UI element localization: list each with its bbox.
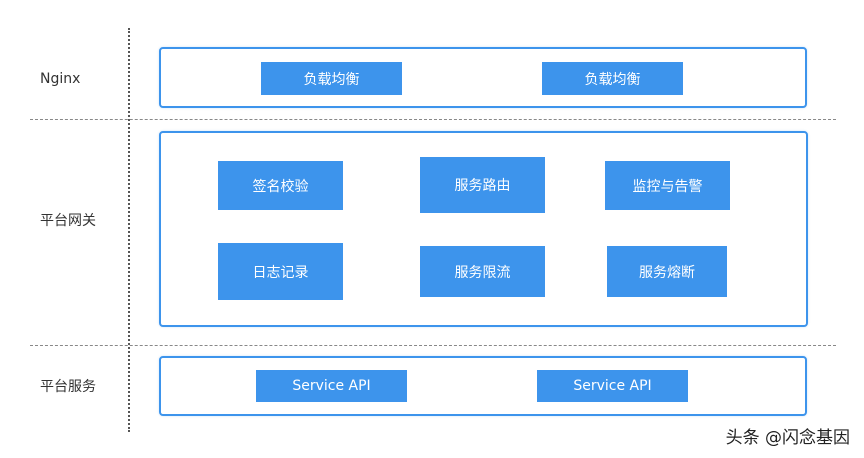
layer-divider-top	[30, 119, 836, 120]
layer-label-gateway: 平台网关	[40, 213, 96, 229]
layer-label-services: 平台服务	[40, 379, 96, 395]
load-balance-module-1: 负载均衡	[261, 62, 402, 95]
circuit-breaker-module: 服务熔断	[607, 246, 727, 297]
service-api-module-2: Service API	[537, 370, 688, 402]
load-balance-module-2: 负载均衡	[542, 62, 683, 95]
vertical-divider	[128, 28, 130, 432]
logging-module: 日志记录	[218, 243, 343, 300]
signature-verify-module: 签名校验	[218, 161, 343, 210]
service-routing-module: 服务路由	[420, 157, 545, 213]
monitor-alert-module: 监控与告警	[605, 161, 730, 210]
nginx-layer-box	[159, 47, 807, 108]
watermark-text: 头条 @闪念基因	[725, 428, 850, 448]
rate-limit-module: 服务限流	[420, 246, 545, 297]
service-api-module-1: Service API	[256, 370, 407, 402]
layer-label-nginx: Nginx	[40, 71, 81, 87]
layer-divider-bottom	[30, 345, 836, 346]
